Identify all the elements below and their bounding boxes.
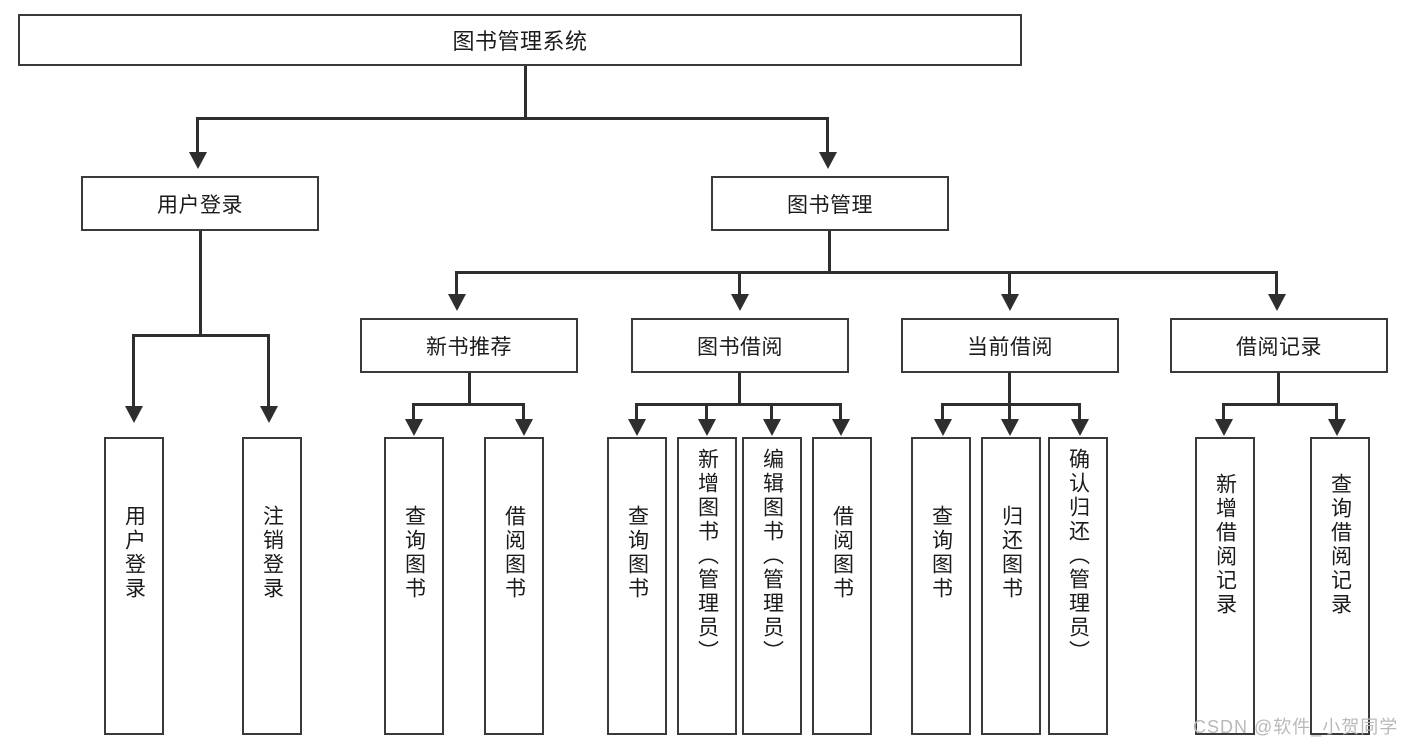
arrowhead-borrow-record — [1268, 294, 1286, 311]
node-root-system[interactable]: 图书管理系统 — [18, 14, 1022, 66]
leaf-label: 新增借阅记录 — [1213, 473, 1237, 617]
connector-br-leaf2 — [1335, 403, 1338, 421]
leaf-add-borrow-record[interactable]: 新增借阅记录 — [1195, 437, 1255, 735]
node-new-book-recommend[interactable]: 新书推荐 — [360, 318, 578, 373]
connector-root-drop — [524, 66, 527, 117]
leaf-label: 借阅图书 — [830, 505, 854, 601]
arrowhead-cb-leaf2 — [1001, 419, 1019, 436]
connector-book-manage-bus — [455, 271, 1278, 274]
leaf-confirm-return-admin[interactable]: 确认归还（管理员） — [1048, 437, 1108, 735]
arrowhead-bb-leaf3 — [763, 419, 781, 436]
connector-cb-leaf1 — [941, 403, 944, 421]
leaf-logout[interactable]: 注销登录 — [242, 437, 302, 735]
connector-to-user-login — [196, 117, 199, 155]
leaf-label: 用户登录 — [122, 505, 146, 601]
node-book-manage[interactable]: 图书管理 — [711, 176, 949, 231]
connector-user-login-bus — [132, 334, 270, 337]
leaf-borrow-book-recommend[interactable]: 借阅图书 — [484, 437, 544, 735]
connector-to-borrow-record — [1275, 271, 1278, 296]
leaf-label: 查询图书 — [625, 505, 649, 601]
connector-to-book-borrow — [738, 271, 741, 296]
connector-borrow-record-bus — [1222, 403, 1338, 406]
connector-cb-leaf2 — [1008, 403, 1011, 421]
connector-to-book-manage — [826, 117, 829, 155]
arrowhead-nb-leaf1 — [405, 419, 423, 436]
arrowhead-user-login — [189, 152, 207, 169]
leaf-query-book-recommend[interactable]: 查询图书 — [384, 437, 444, 735]
node-label: 用户登录 — [157, 193, 243, 217]
connector-new-book-leaf1 — [412, 403, 415, 421]
arrowhead-nb-leaf2 — [515, 419, 533, 436]
leaf-user-login[interactable]: 用户登录 — [104, 437, 164, 735]
connector-user-login-leaf2 — [267, 334, 270, 408]
leaf-edit-book-admin[interactable]: 编辑图书（管理员） — [742, 437, 802, 735]
node-label: 图书管理系统 — [452, 29, 588, 54]
leaf-label: 注销登录 — [260, 505, 284, 601]
leaf-label: 查询图书 — [402, 505, 426, 601]
arrowhead-book-borrow — [731, 294, 749, 311]
arrowhead-leaf-logout — [260, 406, 278, 423]
arrowhead-bb-leaf4 — [832, 419, 850, 436]
arrowhead-bb-leaf2 — [698, 419, 716, 436]
node-label: 图书管理 — [787, 193, 873, 217]
leaf-label: 归还图书 — [999, 505, 1023, 601]
node-label: 图书借阅 — [697, 335, 783, 359]
leaf-label: 新增图书（管理员） — [695, 448, 719, 664]
leaf-query-book-current[interactable]: 查询图书 — [911, 437, 971, 735]
node-label: 借阅记录 — [1236, 335, 1322, 359]
leaf-label: 编辑图书（管理员） — [760, 448, 784, 664]
connector-bb-leaf1 — [635, 403, 638, 421]
connector-borrow-record-drop — [1277, 373, 1280, 405]
arrowhead-cb-leaf3 — [1071, 419, 1089, 436]
connector-new-book-bus — [412, 403, 525, 406]
connector-bb-leaf4 — [839, 403, 842, 421]
connector-user-login-leaf1 — [132, 334, 135, 408]
leaf-label: 查询图书 — [929, 505, 953, 601]
leaf-borrow-book[interactable]: 借阅图书 — [812, 437, 872, 735]
connector-current-borrow-bus — [941, 403, 1081, 406]
node-user-login[interactable]: 用户登录 — [81, 176, 319, 231]
node-current-borrow[interactable]: 当前借阅 — [901, 318, 1119, 373]
leaf-query-borrow-record[interactable]: 查询借阅记录 — [1310, 437, 1370, 735]
connector-user-login-drop — [199, 231, 202, 335]
leaf-return-book[interactable]: 归还图书 — [981, 437, 1041, 735]
arrowhead-current-borrow — [1001, 294, 1019, 311]
arrowhead-book-manage — [819, 152, 837, 169]
connector-bb-leaf3 — [770, 403, 773, 421]
arrowhead-br-leaf2 — [1328, 419, 1346, 436]
connector-br-leaf1 — [1222, 403, 1225, 421]
connector-bb-leaf2 — [705, 403, 708, 421]
node-label: 新书推荐 — [426, 335, 512, 359]
connector-to-new-book — [455, 271, 458, 296]
csdn-watermark: CSDN @软件_小贺同学 — [1193, 717, 1399, 737]
connector-book-borrow-drop — [738, 373, 741, 405]
connector-to-current-borrow — [1008, 271, 1011, 296]
arrowhead-cb-leaf1 — [934, 419, 952, 436]
arrowhead-br-leaf1 — [1215, 419, 1233, 436]
arrowhead-new-book — [448, 294, 466, 311]
leaf-label: 查询借阅记录 — [1328, 473, 1352, 617]
leaf-label: 确认归还（管理员） — [1066, 448, 1090, 664]
arrowhead-leaf-user-login — [125, 406, 143, 423]
arrowhead-bb-leaf1 — [628, 419, 646, 436]
connector-cb-leaf3 — [1078, 403, 1081, 421]
node-borrow-record[interactable]: 借阅记录 — [1170, 318, 1388, 373]
connector-new-book-leaf2 — [522, 403, 525, 421]
node-book-borrow[interactable]: 图书借阅 — [631, 318, 849, 373]
connector-book-manage-drop — [828, 231, 831, 273]
connector-current-borrow-drop — [1008, 373, 1011, 405]
connector-new-book-drop — [468, 373, 471, 405]
node-label: 当前借阅 — [967, 335, 1053, 359]
connector-root-bus — [196, 117, 828, 120]
leaf-label: 借阅图书 — [502, 505, 526, 601]
leaf-query-book-borrow[interactable]: 查询图书 — [607, 437, 667, 735]
leaf-add-book-admin[interactable]: 新增图书（管理员） — [677, 437, 737, 735]
connector-book-borrow-bus — [635, 403, 842, 406]
